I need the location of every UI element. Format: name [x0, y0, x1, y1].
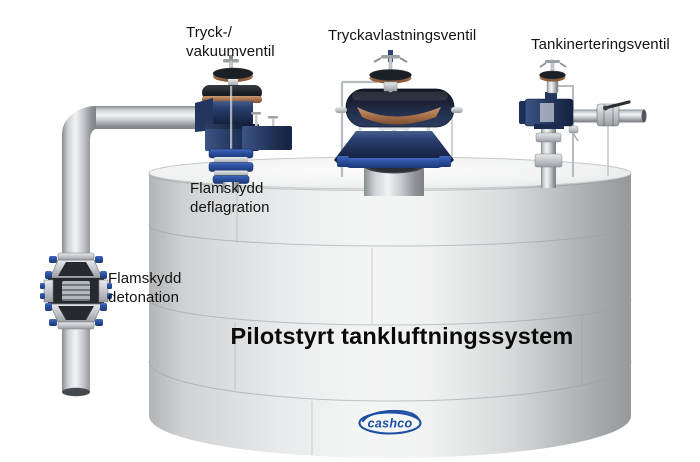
label-flame-arrester-detonation: Flamskydd detonation — [108, 270, 182, 306]
ball-valve-icon — [596, 100, 631, 127]
pressure-relief-valve-icon — [334, 50, 463, 196]
label-pressure-vacuum-valve: Tryck-/ vakuumventil — [186, 24, 275, 60]
deflagration-flame-arrester-icon — [208, 148, 254, 192]
diagram-title: Pilotstyrt tankluftningssystem — [230, 323, 574, 349]
logo-text: cashco — [368, 417, 413, 431]
tank-seams — [148, 189, 632, 455]
label-tank-inerting-valve: Tankinerteringsventil — [531, 36, 670, 53]
outlet-block — [242, 126, 292, 150]
logo-swoosh — [361, 409, 420, 423]
valve-skirt — [334, 131, 454, 160]
pilot-sense-line — [557, 85, 574, 177]
logo-oval — [358, 411, 422, 435]
copper-seat — [357, 107, 441, 125]
pressure-vacuum-valve-icon — [195, 55, 292, 192]
tank-inerting-valve-icon — [519, 59, 647, 188]
cashco-logo: cashco — [358, 409, 422, 435]
valve-handle — [603, 100, 631, 110]
detonation-flame-arrester-icon — [40, 252, 112, 330]
pipe-open-end — [62, 387, 90, 397]
label-pressure-relief-valve: Tryckavlastningsventil — [328, 27, 477, 44]
label-flame-arrester-deflagration: Flamskydd deflagration — [190, 180, 270, 216]
inlet-flange — [195, 98, 213, 132]
tank-stub — [223, 182, 239, 192]
tank-wall — [149, 173, 631, 458]
